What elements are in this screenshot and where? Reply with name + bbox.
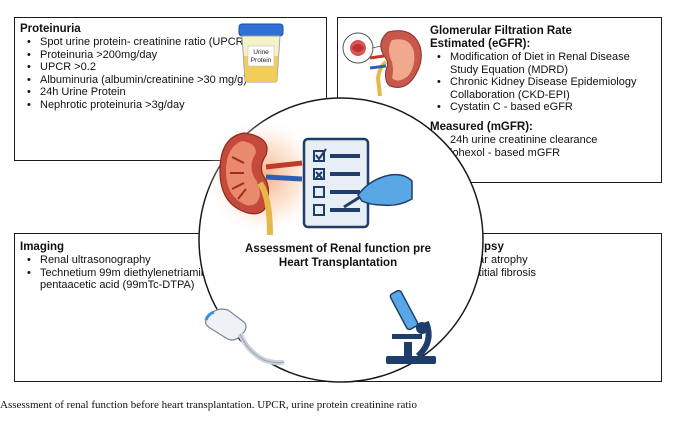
kidney-nephron-icon [342, 30, 422, 97]
list-item: Technetium 99m diethylenetriamine pentaa… [27, 267, 240, 292]
list-item: Renal ultrasonography [27, 254, 240, 267]
proteinuria-title: Proteinuria [20, 23, 81, 35]
ultrasound-probe-icon [204, 308, 285, 366]
list-item: UPCR >0.2 [27, 61, 250, 74]
list-item: Cystatin C - based eGFR [437, 101, 658, 114]
egfr-subtitle: Estimated (eGFR): [430, 38, 531, 50]
cup-label-line1: Urine [253, 49, 269, 56]
cup-label-line2: Protein [251, 57, 272, 64]
egfr-list: Modification of Diet in Renal Disease St… [430, 51, 658, 114]
list-item: Chronic Kidney Disease Epidemiology Coll… [437, 76, 658, 101]
center-title: Assessment of Renal function pre Heart T… [245, 243, 431, 269]
imaging-title: Imaging [20, 241, 65, 253]
list-item: Spot urine protein- creatinine ratio (UP… [27, 36, 250, 49]
list-item: Nephrotic proteinuria >3g/day [27, 99, 250, 112]
figure-caption: Assessment of renal function before hear… [0, 399, 417, 411]
kidney-icon [219, 132, 303, 236]
list-item: Albuminuria (albumin/creatinine >30 mg/g… [27, 74, 250, 87]
list-item: Modification of Diet in Renal Disease St… [437, 51, 658, 76]
gfr-title: Glomerular Filtration Rate [430, 25, 572, 37]
list-item: Proteinuria >200mg/day [27, 49, 250, 62]
imaging-list: Renal ultrasonography Technetium 99m die… [20, 254, 240, 292]
mgfr-subtitle: Measured (mGFR): [430, 120, 533, 133]
list-item: 24h Urine Protein [27, 86, 250, 99]
checklist-icon [302, 137, 413, 229]
urine-cup-icon: Urine Protein [238, 23, 284, 83]
proteinuria-list: Spot urine protein- creatinine ratio (UP… [20, 36, 250, 112]
microscope-icon [386, 289, 436, 364]
